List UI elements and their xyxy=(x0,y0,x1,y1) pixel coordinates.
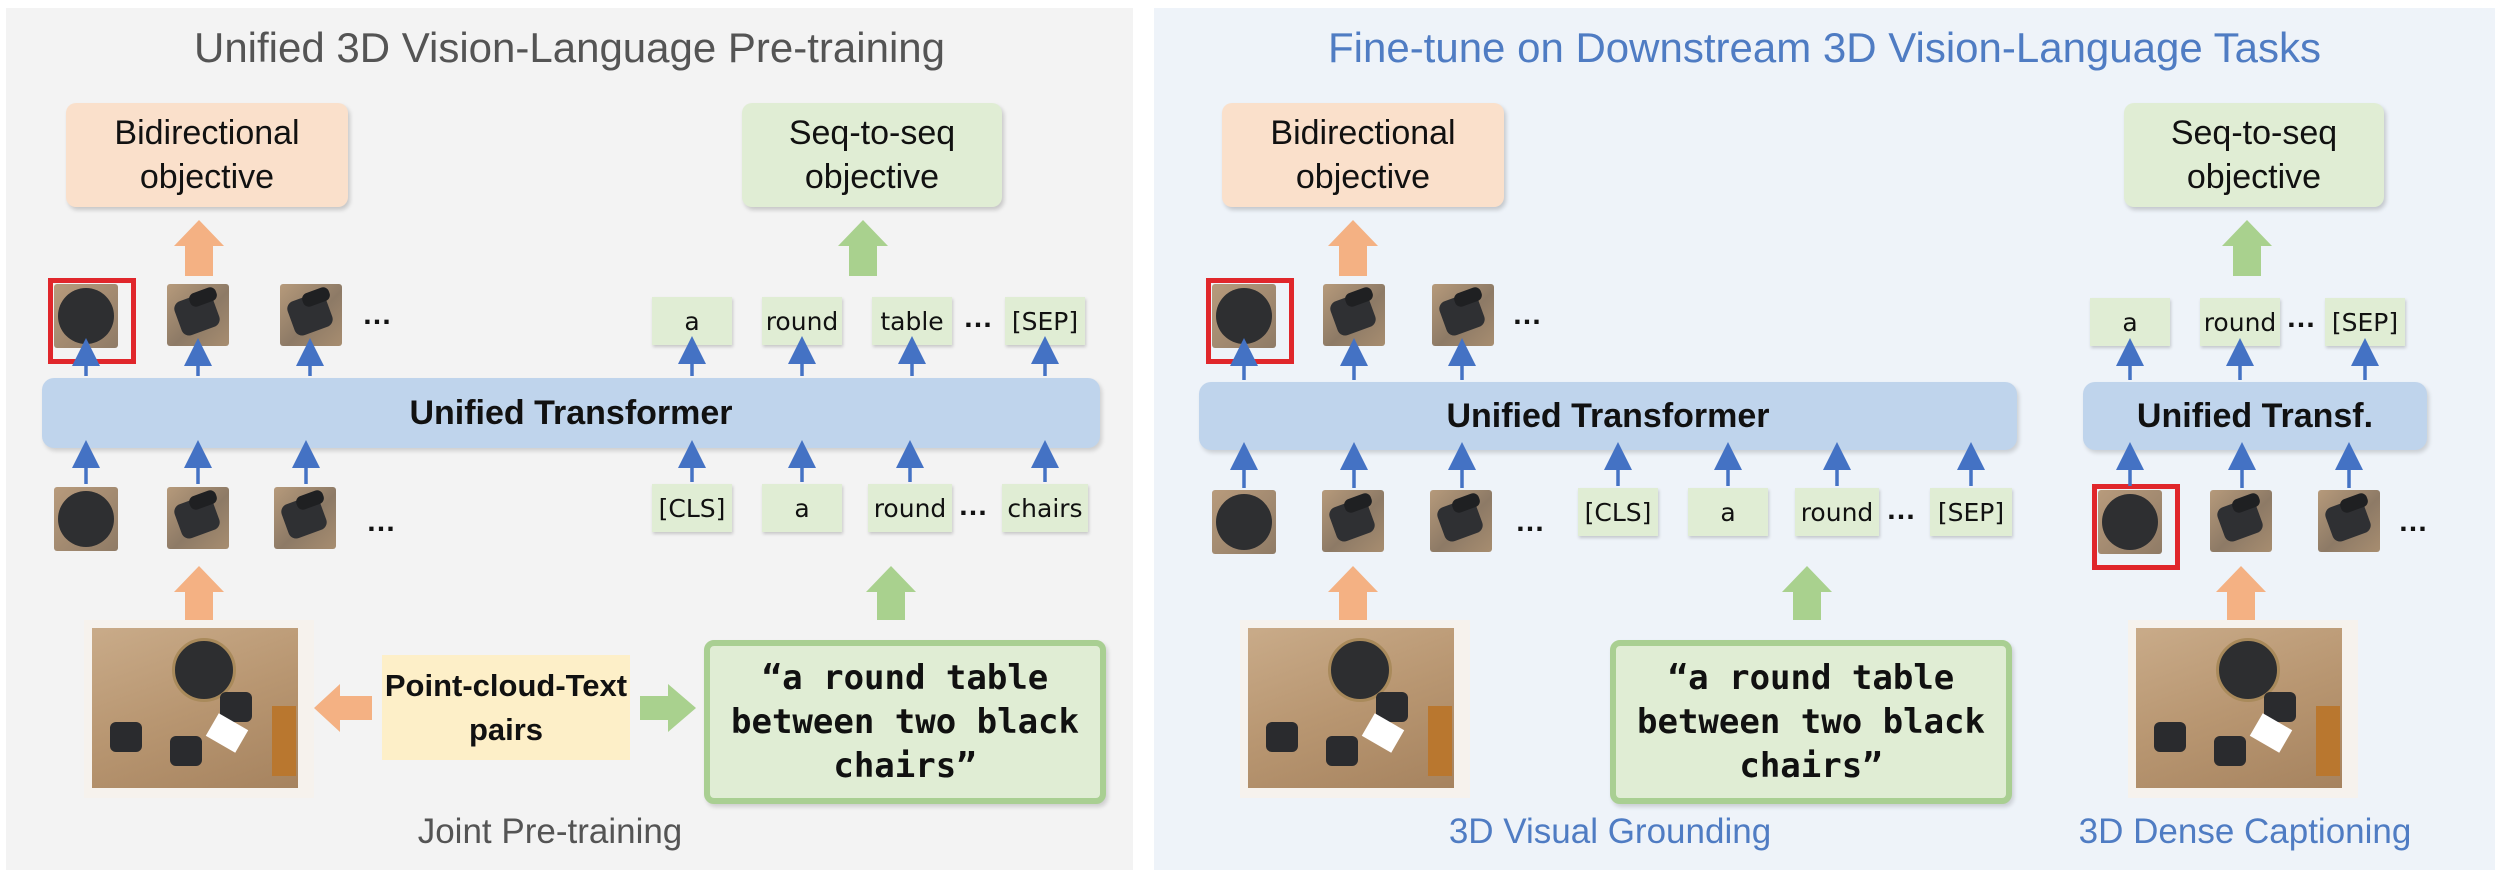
point-cloud-scene xyxy=(84,620,314,798)
output-token: [SEP] xyxy=(1005,297,1085,345)
highlight-box xyxy=(48,278,136,364)
finetune-title: Fine-tune on Downstream 3D Vision-Langua… xyxy=(1327,24,2321,71)
ellipsis: … xyxy=(1886,493,1916,526)
input-token: a xyxy=(1688,488,1768,536)
joint-pretraining-label: Joint Pre-training xyxy=(417,812,683,851)
point-object-table xyxy=(54,487,118,551)
output-token: round xyxy=(762,297,842,345)
dense-captioning-label: 3D Dense Captioning xyxy=(2078,812,2412,851)
caption-text-box: “a round table between two black chairs” xyxy=(1610,640,2012,804)
point-object-chair xyxy=(167,487,229,549)
input-token: [CLS] xyxy=(1578,488,1658,536)
point-object-chair xyxy=(280,284,342,346)
output-token: a xyxy=(2090,298,2170,346)
input-token: [SEP] xyxy=(1930,488,2012,536)
point-cloud-scene xyxy=(2128,620,2358,798)
output-token: round xyxy=(2200,298,2280,346)
point-object-table xyxy=(54,284,118,348)
input-token: chairs xyxy=(1002,484,1088,532)
visual-grounding-label: 3D Visual Grounding xyxy=(1448,812,1772,851)
ellipsis: … xyxy=(958,489,988,522)
input-token: [CLS] xyxy=(652,484,732,532)
point-object-chair xyxy=(274,487,336,549)
point-object-chair xyxy=(1323,284,1385,346)
point-cloud-text-pairs-box: Point-cloud-Text pairs xyxy=(382,655,630,760)
point-object-chair xyxy=(1322,490,1384,552)
caption-text-box: “a round table between two black chairs” xyxy=(704,640,1106,804)
bidirectional-objective-box: Bidirectional objective xyxy=(66,103,348,207)
output-token: table xyxy=(872,297,952,345)
output-token: [SEP] xyxy=(2325,298,2405,346)
unified-transformer-small: Unified Transf. xyxy=(2083,382,2427,450)
point-object-chair xyxy=(1432,284,1494,346)
ellipsis: … xyxy=(2286,301,2316,334)
ellipsis: … xyxy=(963,301,993,334)
ellipsis: … xyxy=(366,505,396,538)
seq2seq-objective-box: Seq-to-seq objective xyxy=(742,103,1002,207)
point-object-table xyxy=(1212,284,1276,348)
ellipsis: … xyxy=(362,298,392,331)
point-cloud-scene xyxy=(1240,620,1470,798)
unified-transformer: Unified Transformer xyxy=(1199,382,2017,450)
output-token: a xyxy=(652,297,732,345)
unified-transformer: Unified Transformer xyxy=(42,378,1100,448)
input-token: a xyxy=(762,484,842,532)
point-object-chair xyxy=(167,284,229,346)
highlight-box xyxy=(2092,484,2180,570)
pretraining-title: Unified 3D Vision-Language Pre-training xyxy=(193,24,946,71)
input-token: round xyxy=(1795,488,1879,536)
highlight-box xyxy=(1206,278,1294,364)
seq2seq-objective-box: Seq-to-seq objective xyxy=(2124,103,2384,207)
input-token: round xyxy=(868,484,952,532)
ellipsis: … xyxy=(2398,505,2428,538)
point-object-chair xyxy=(1430,490,1492,552)
ellipsis: … xyxy=(1512,298,1542,331)
point-object-chair xyxy=(2318,490,2380,552)
point-object-table xyxy=(1212,490,1276,554)
point-object-table xyxy=(2098,490,2162,554)
bidirectional-objective-box: Bidirectional objective xyxy=(1222,103,1504,207)
ellipsis: … xyxy=(1515,505,1545,538)
point-object-chair xyxy=(2210,490,2272,552)
